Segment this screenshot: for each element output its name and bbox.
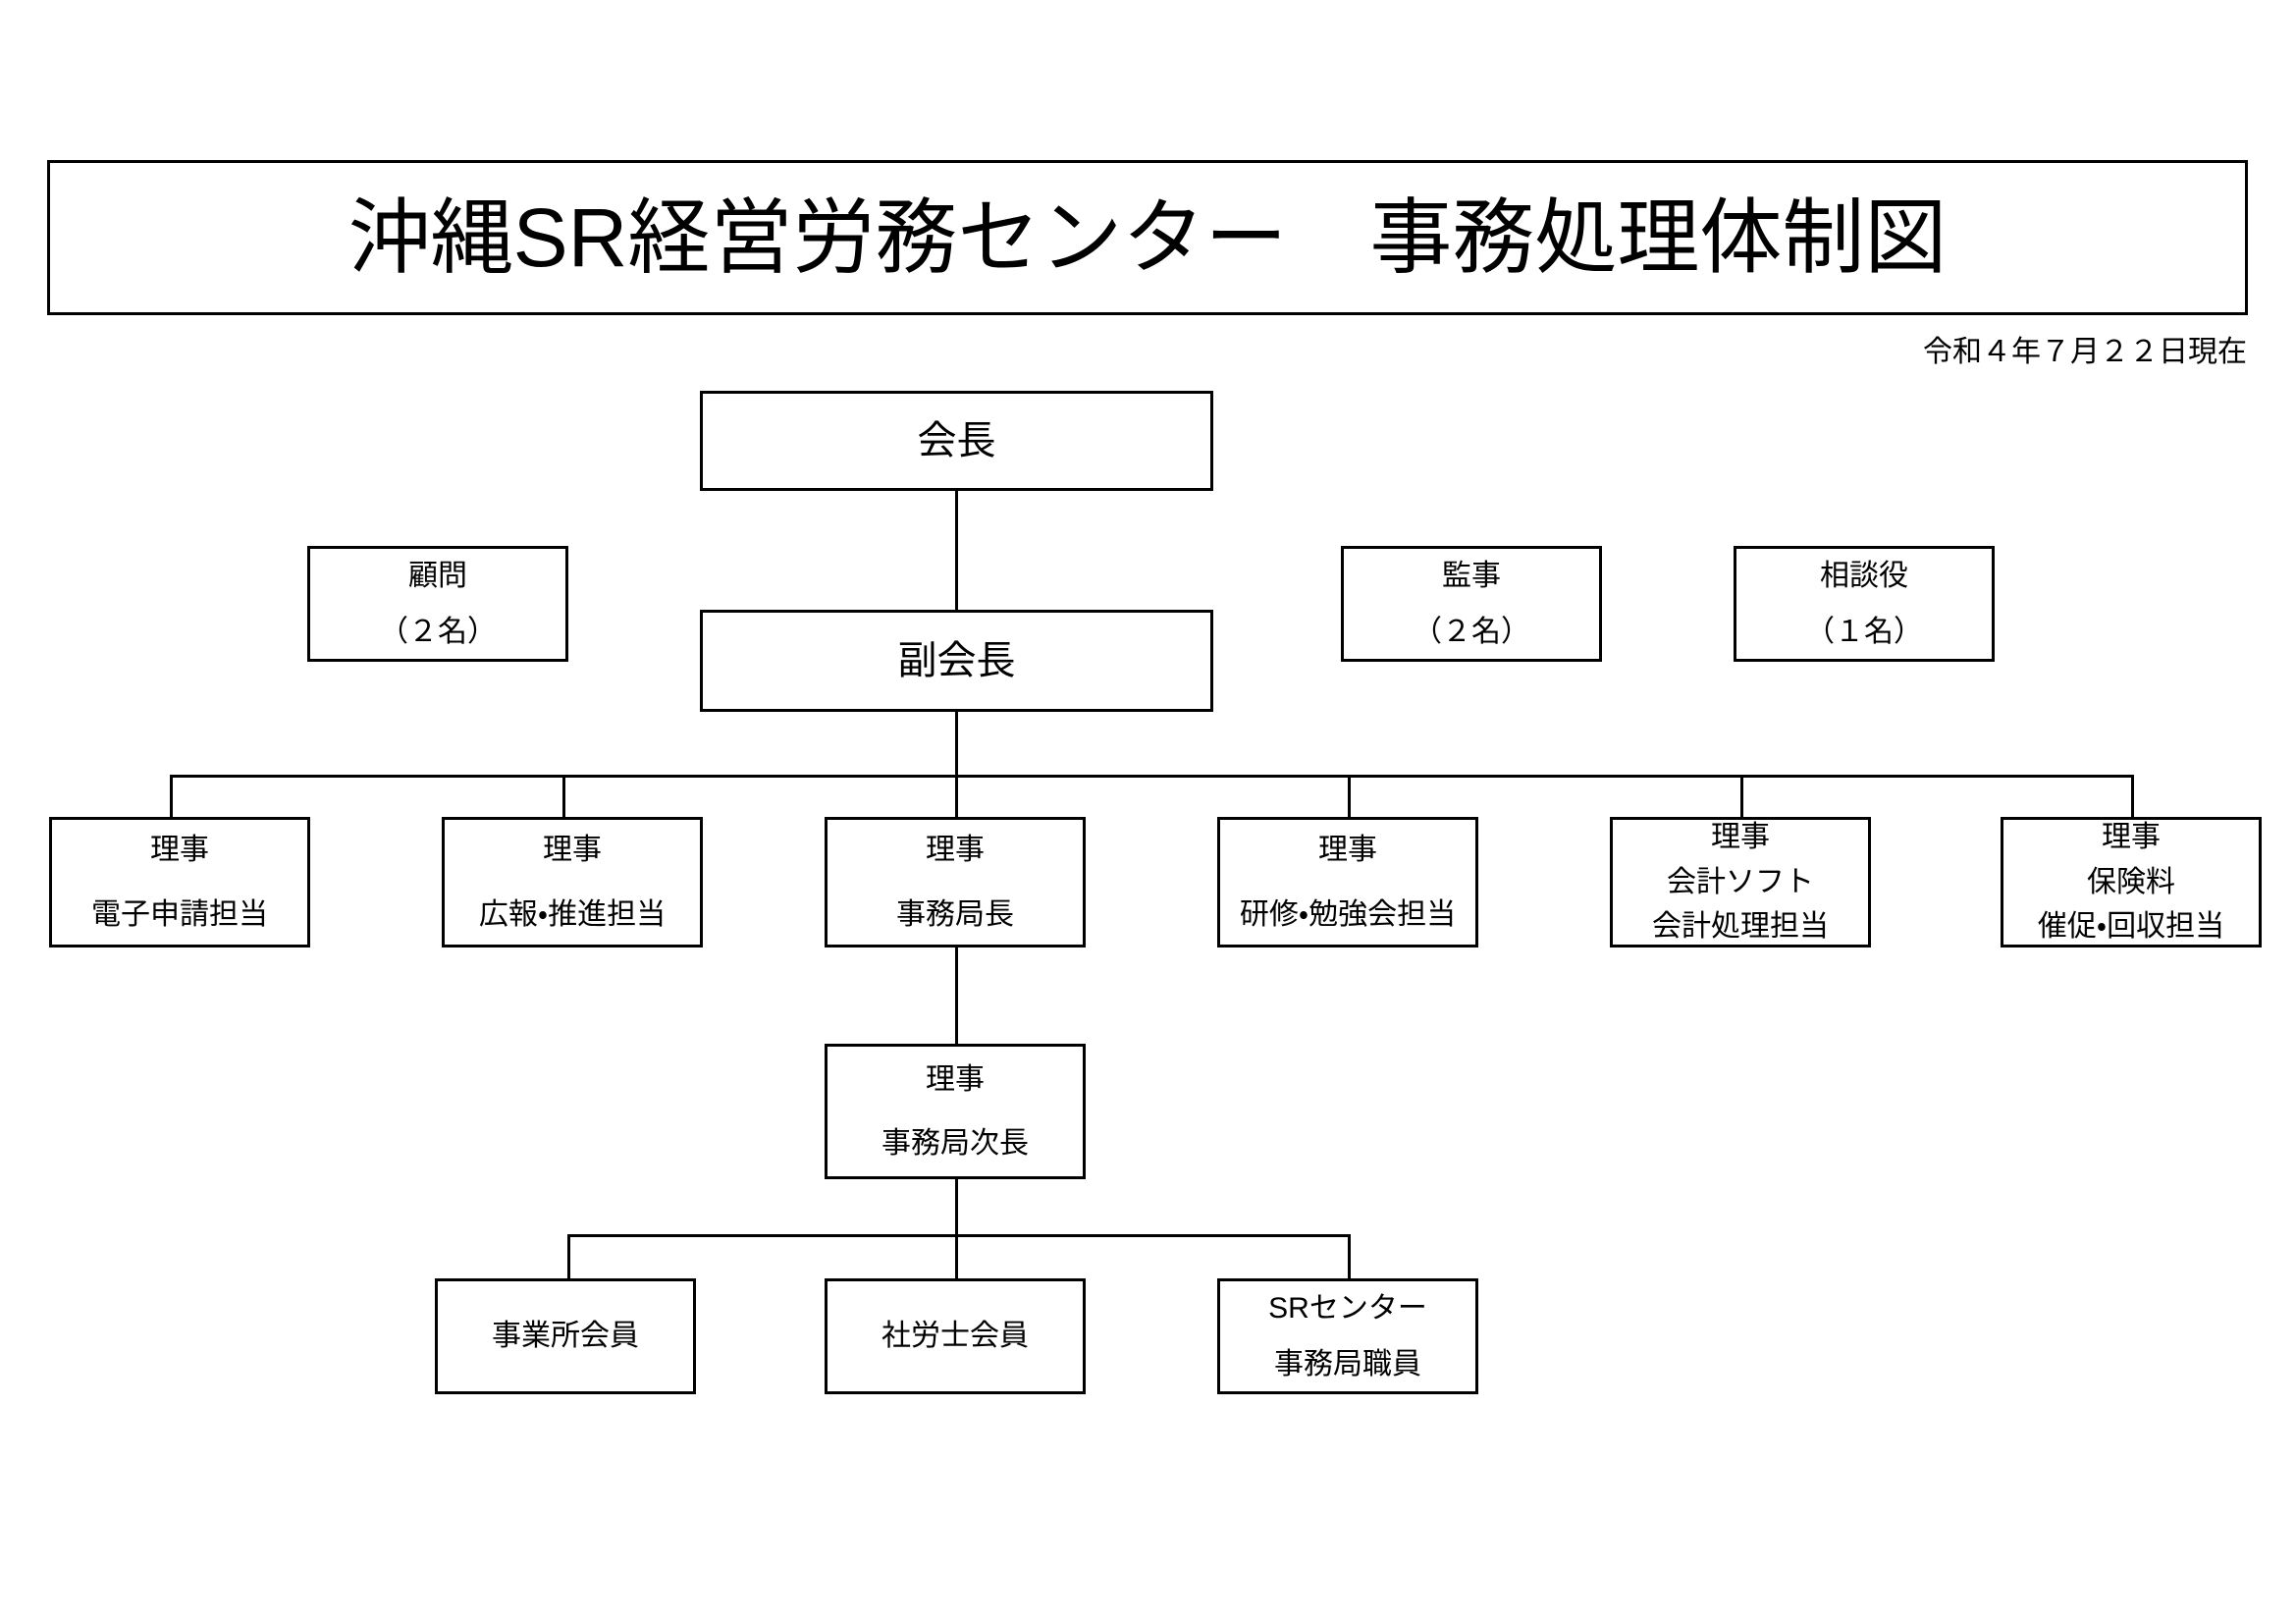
edge-drop-member-sharoshi: [955, 1234, 958, 1279]
edge-directors-bus: [170, 775, 2134, 778]
edge-drop-director-6: [2131, 775, 2134, 818]
node-member-office-line-0: 事業所会員: [492, 1320, 639, 1353]
node-chairman-line-0: 会長: [917, 419, 996, 462]
node-director-4-line-0: 理事: [1318, 834, 1377, 866]
node-auditor-line-0: 監事: [1442, 559, 1501, 592]
node-counselor-line-0: 相談役: [1820, 559, 1908, 592]
edge-chairman-to-vice-chairman: [955, 491, 958, 611]
node-sr-staff[interactable]: SRセンター 事務局職員: [1217, 1278, 1478, 1394]
edge-vice-chairman-stem: [955, 712, 958, 777]
node-director-5-line-0: 理事: [1711, 821, 1770, 854]
edge-deputy-stem: [955, 1178, 958, 1237]
node-director-6-line-0: 理事: [2102, 821, 2161, 854]
node-member-office[interactable]: 事業所会員: [435, 1278, 696, 1394]
edge-drop-director-2: [562, 775, 565, 818]
node-director-2[interactable]: 理事 広報・推進担当: [442, 817, 703, 947]
node-director-1-line-1: 電子申請担当: [91, 897, 268, 931]
node-director-2-line-0: 理事: [543, 834, 602, 866]
node-chairman[interactable]: 会長: [700, 391, 1213, 491]
node-member-sharoshi[interactable]: 社労士会員: [825, 1278, 1086, 1394]
node-director-5-line-1: 会計ソフト: [1667, 865, 1814, 898]
node-auditor-line-1: （２名）: [1413, 616, 1530, 648]
edge-drop-sr-staff: [1348, 1234, 1351, 1279]
edge-drop-director-3: [955, 775, 958, 818]
node-member-sharoshi-line-0: 社労士会員: [881, 1320, 1029, 1353]
node-director-2-line-1: 広報・推進担当: [478, 897, 667, 931]
node-counselor[interactable]: 相談役 （１名）: [1734, 546, 1995, 662]
edge-director3-to-deputy: [955, 947, 958, 1046]
node-director-1[interactable]: 理事 電子申請担当: [49, 817, 310, 947]
page-title: 沖縄SR経営労務センター 事務処理体制図: [347, 191, 1948, 284]
node-sr-staff-line-1: 事務局職員: [1274, 1348, 1421, 1380]
node-auditor[interactable]: 監事 （２名）: [1341, 546, 1602, 662]
node-vice-chairman-line-0: 副会長: [897, 639, 1016, 682]
node-vice-chairman[interactable]: 副会長: [700, 610, 1213, 712]
node-advisor-line-0: 顧問: [408, 559, 467, 592]
node-director-6[interactable]: 理事 保険料 催促・回収担当: [2001, 817, 2262, 947]
node-director-6-line-1: 保険料: [2087, 865, 2175, 898]
node-sr-staff-line-0: SRセンター: [1268, 1291, 1427, 1325]
edge-drop-director-1: [170, 775, 173, 818]
node-advisor-line-1: （２名）: [379, 616, 497, 648]
node-director-4[interactable]: 理事 研修・勉強会担当: [1217, 817, 1478, 947]
node-counselor-line-1: （１名）: [1805, 616, 1923, 648]
node-deputy-director-line-0: 理事: [926, 1062, 985, 1096]
chart-title-box: 沖縄SR経営労務センター 事務処理体制図: [47, 160, 2248, 315]
node-deputy-director-line-1: 事務局次長: [881, 1127, 1029, 1160]
node-advisor[interactable]: 顧問 （２名）: [307, 546, 568, 662]
node-director-1-line-0: 理事: [150, 834, 209, 866]
node-deputy-director[interactable]: 理事 事務局次長: [825, 1044, 1086, 1179]
node-director-3-line-1: 事務局長: [896, 897, 1014, 931]
node-director-3-line-0: 理事: [926, 834, 985, 866]
edge-drop-director-4: [1348, 775, 1351, 818]
edge-members-bus: [567, 1234, 1351, 1237]
node-director-4-line-1: 研修・勉強会担当: [1239, 897, 1457, 931]
node-director-6-line-2: 催促・回収担当: [2037, 910, 2225, 944]
node-director-5-line-2: 会計処理担当: [1652, 910, 1829, 944]
date-note: 令和４年７月２２日現在: [1923, 336, 2247, 368]
node-director-5[interactable]: 理事 会計ソフト 会計処理担当: [1610, 817, 1871, 947]
node-director-3[interactable]: 理事 事務局長: [825, 817, 1086, 947]
edge-drop-director-5: [1740, 775, 1743, 818]
edge-drop-member-office: [567, 1234, 570, 1279]
